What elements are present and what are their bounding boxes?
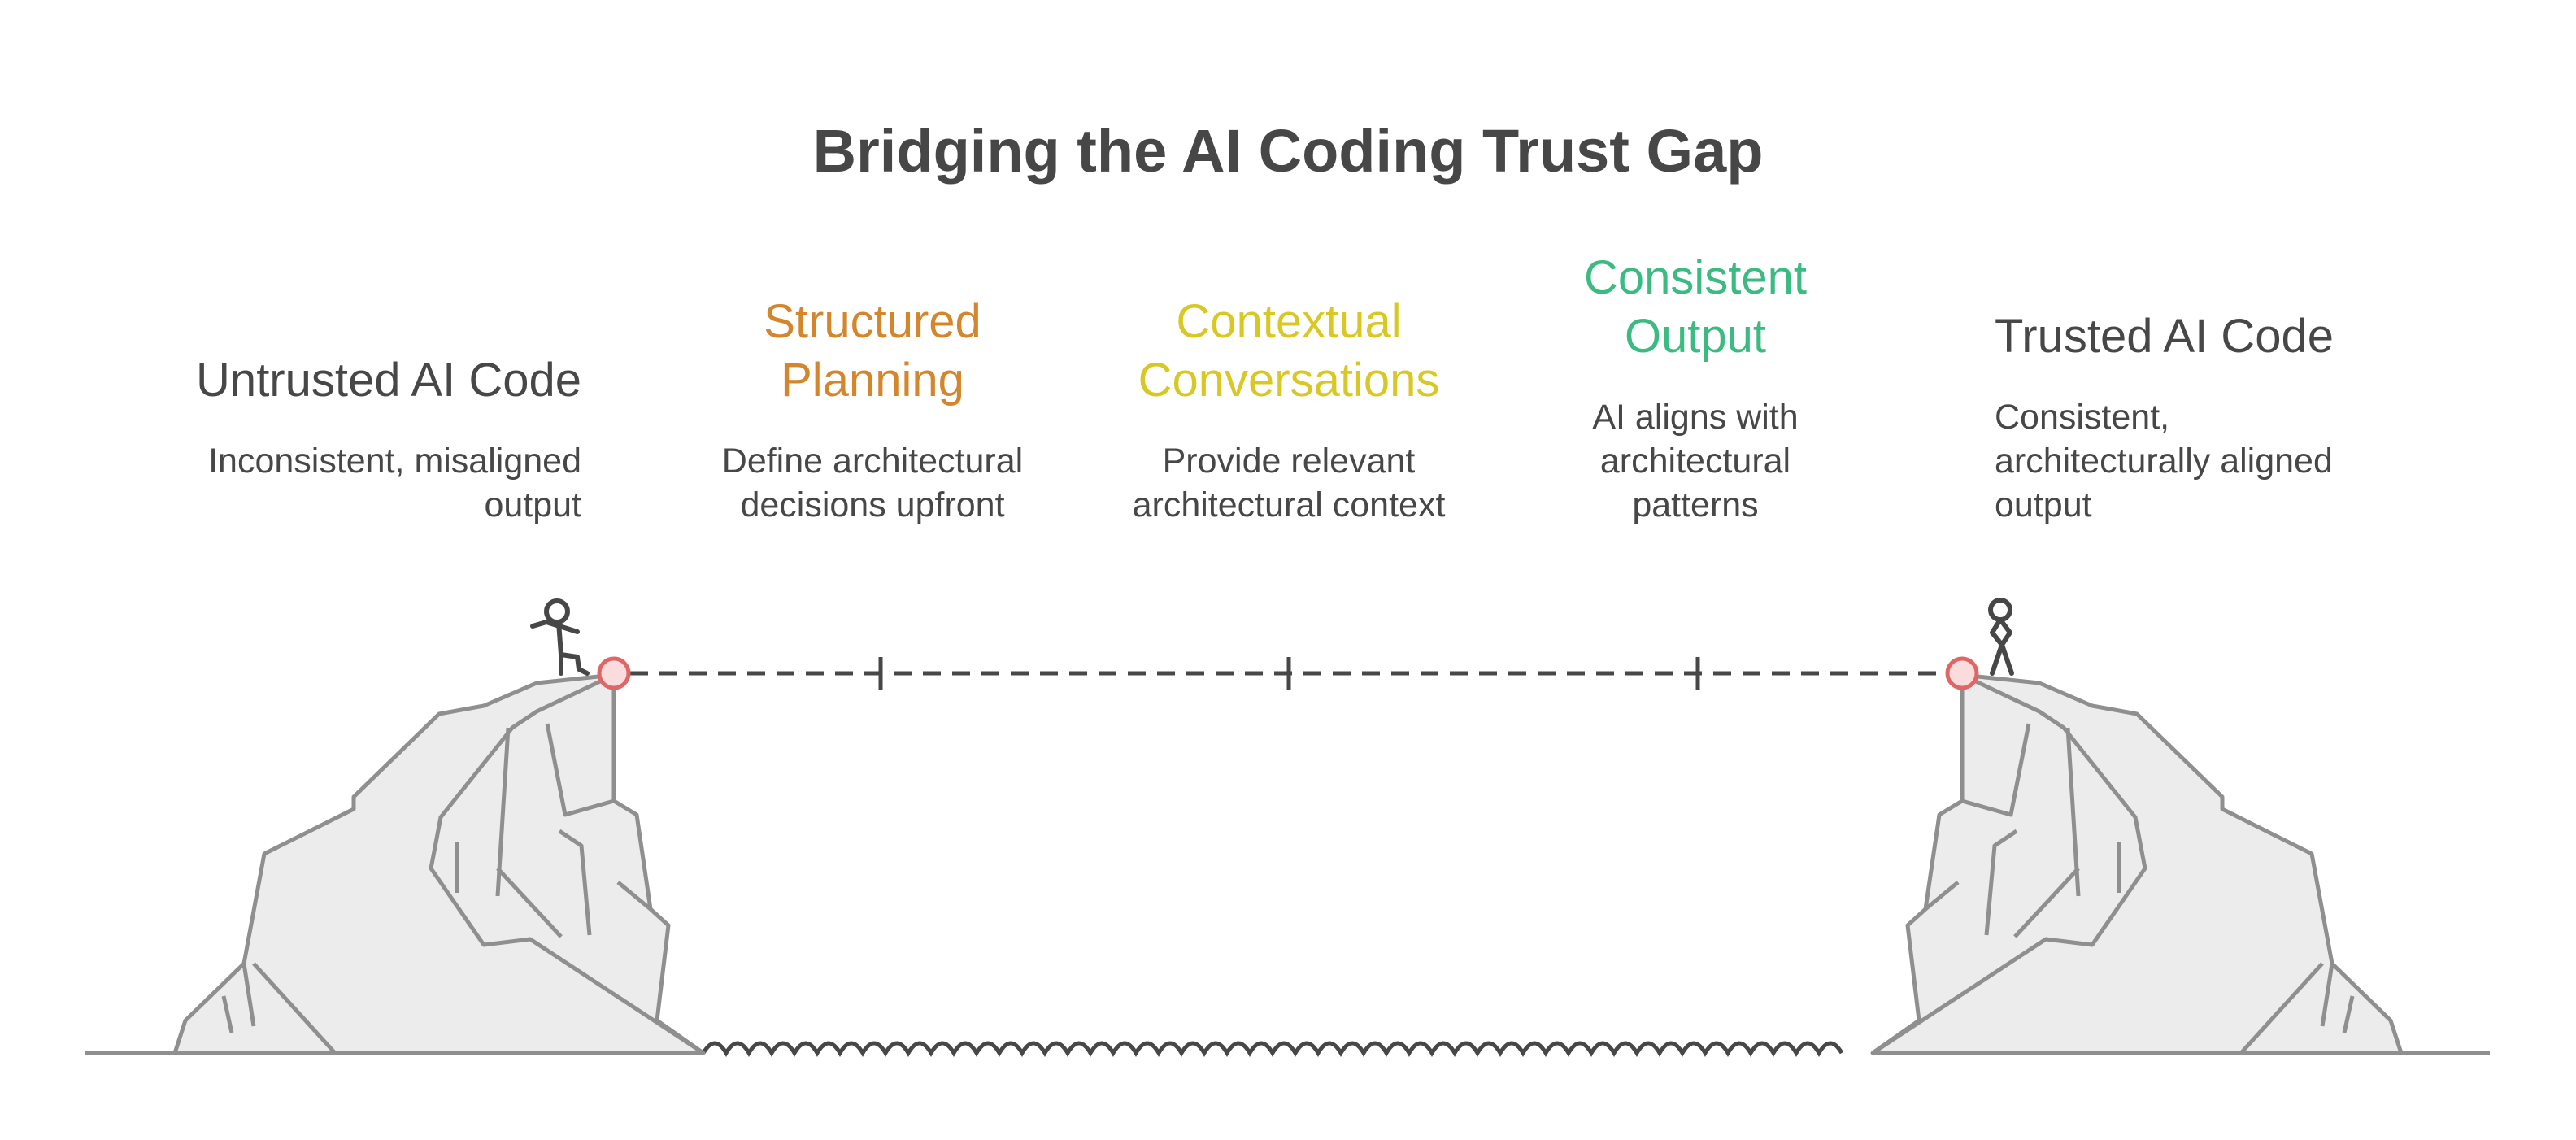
step-2-desc-line: architectural context: [1132, 485, 1446, 524]
step-2-desc-line: Provide relevant: [1162, 442, 1416, 481]
step-3-desc-line: patterns: [1632, 485, 1759, 524]
end-heading: Trusted AI Code: [1995, 310, 2334, 363]
end-desc-line: output: [1995, 485, 2092, 524]
end-desc-line: Consistent,: [1995, 398, 2170, 437]
step-2-heading: Contextual Conversations: [1073, 293, 1504, 410]
step-1-desc-line: Define architectural: [721, 442, 1024, 481]
step-1-heading-line: Structured: [764, 295, 981, 348]
end-description: Consistent, architecturally aligned outp…: [1995, 395, 2482, 527]
step-1-heading-line: Planning: [781, 354, 964, 407]
step-2-heading-line: Conversations: [1138, 354, 1440, 407]
step-3-heading-line: Output: [1624, 310, 1767, 363]
step-3-desc-line: AI aligns with: [1592, 398, 1799, 437]
left-cliff: [172, 672, 706, 1055]
step-1-desc-line: decisions upfront: [740, 485, 1005, 524]
step-2-heading-line: Contextual: [1176, 295, 1402, 348]
step-1-description: Define architectural decisions upfront: [657, 439, 1088, 527]
step-2-description: Provide relevant architectural context: [1073, 439, 1504, 527]
start-desc-line: output: [484, 485, 581, 524]
stick-figure-walking-icon: [530, 598, 590, 676]
step-1-heading: Structured Planning: [657, 293, 1088, 410]
anchor-right: [1945, 656, 1979, 690]
start-description: Inconsistent, misaligned output: [106, 439, 581, 527]
step-3-heading: Consistent Output: [1480, 249, 1911, 366]
stick-figure-standing-icon: [1988, 598, 2014, 676]
step-3-description: AI aligns with architectural patterns: [1480, 395, 1911, 527]
step-3-heading-line: Consistent: [1583, 251, 1808, 304]
page-title: Bridging the AI Coding Trust Gap: [812, 117, 1764, 185]
start-heading: Untrusted AI Code: [196, 354, 581, 407]
anchor-left: [597, 656, 631, 690]
right-cliff: [1870, 672, 2404, 1055]
end-desc-line: architecturally aligned: [1995, 442, 2333, 481]
water-waves: [701, 1041, 1844, 1057]
start-desc-line: Inconsistent, misaligned: [208, 442, 581, 481]
step-3-desc-line: architectural: [1599, 442, 1791, 481]
